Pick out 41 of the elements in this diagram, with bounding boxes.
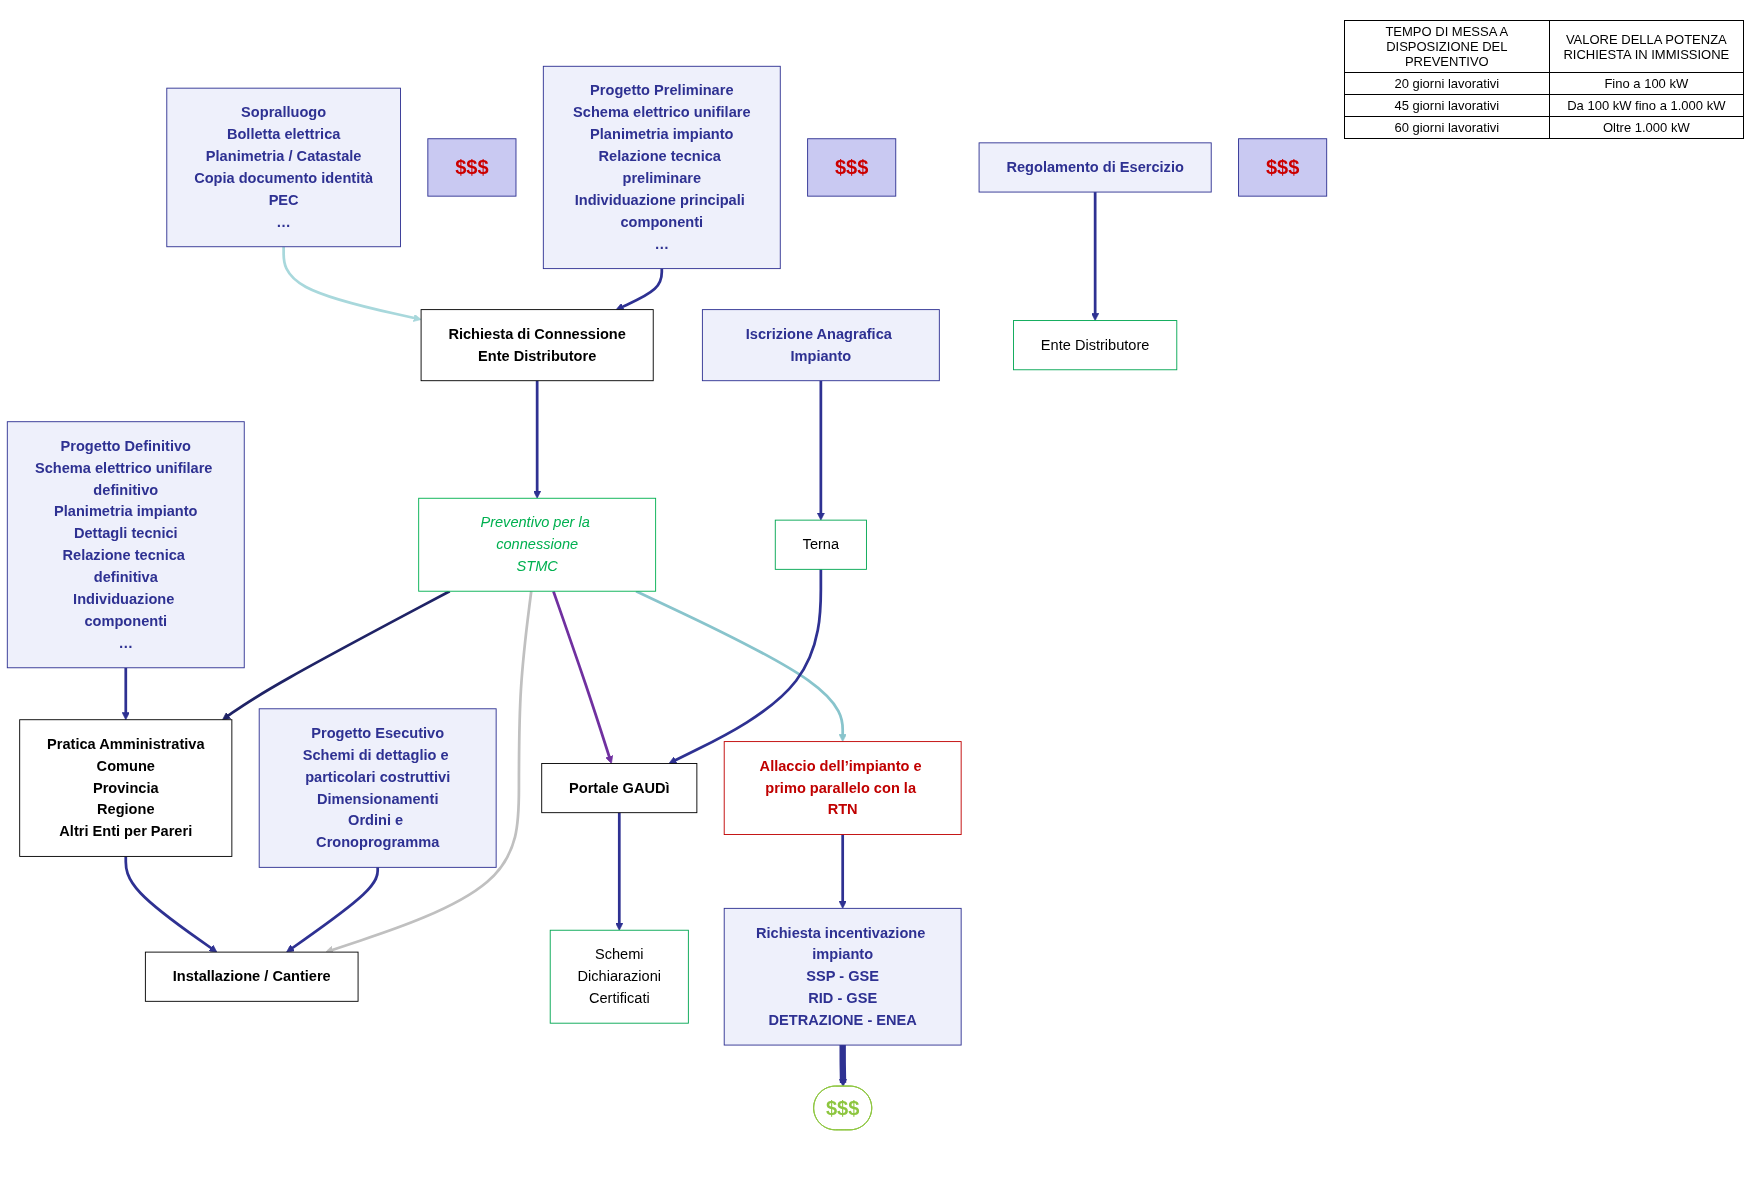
arrow: [552, 590, 613, 764]
node-box: Terna: [774, 519, 867, 570]
node-box: Progetto Definitivo Schema elettrico unifilare definitivo Planimetria impianto Dettagli tecnici Relazione tecnica definitiva Individuazione componenti …: [6, 421, 245, 669]
table-cell: Fino a 100 kW: [1549, 72, 1744, 95]
arrow: [282, 246, 422, 322]
arrow: [668, 569, 823, 764]
node-box: Regolamento di Esercizio: [978, 142, 1212, 193]
table-cell: 60 giorni lavorativi: [1344, 116, 1550, 139]
arrow: [816, 380, 825, 521]
arrow: [121, 667, 130, 720]
node-box: Preventivo per la connessione STMC: [418, 497, 657, 592]
node-box: Allaccio dell’impianto e primo parallelo con la RTN: [723, 741, 962, 835]
arrow: [325, 591, 533, 954]
node-box: $$$: [427, 138, 517, 197]
arrow: [286, 867, 380, 953]
node-box: Iscrizione Anagrafica Impianto: [701, 309, 940, 382]
node-box: Installazione / Cantiere: [144, 951, 359, 1002]
arrow: [615, 268, 664, 311]
node-box: Progetto Esecutivo Schemi di dettaglio e particolari costruttivi Dimensionamenti Ordini e Cronoprogramma: [258, 708, 497, 868]
node-box: Richiesta incentivazione impianto SSP - GSE RID - GSE DETRAZIONE - ENEA: [723, 907, 962, 1046]
node-box: Richiesta di Connessione Ente Distributore: [420, 309, 654, 382]
column-header: TEMPO DI MESSA A DISPOSIZIONE DEL PREVENTIVO: [1344, 20, 1550, 73]
table-cell: 20 giorni lavorativi: [1344, 72, 1550, 95]
node-box: Portale GAUDì: [541, 762, 698, 814]
node-box: Sopralluogo Bolletta elettrica Planimetria / Catastale Copia documento identità PEC …: [166, 87, 401, 248]
node-box: $$$: [807, 138, 897, 197]
node-box: Schemi Dichiarazioni Certificati: [549, 929, 689, 1024]
node-box: Ente Distributore: [1013, 320, 1178, 371]
node-box: $$$: [1238, 138, 1328, 197]
table-cell: Oltre 1.000 kW: [1549, 116, 1744, 139]
arrow: [838, 834, 847, 909]
column-header: VALORE DELLA POTENZA RICHIESTA IN IMMISSIONE: [1549, 20, 1744, 73]
node-box: Pratica Amministrativa Comune Provincia Regione Altri Enti per Pareri: [19, 719, 233, 857]
table-cell: Da 100 kW fino a 1.000 kW: [1549, 94, 1744, 117]
node-box: Progetto Preliminare Schema elettrico unifilare Planimetria impianto Relazione tecnica preliminare Individuazione principali componenti …: [542, 65, 781, 269]
arrow: [124, 856, 218, 953]
arrow: [533, 380, 542, 499]
arrow: [1091, 192, 1100, 321]
arrow: [615, 812, 624, 931]
table-cell: 45 giorni lavorativi: [1344, 94, 1550, 117]
arrow: [838, 1045, 847, 1087]
